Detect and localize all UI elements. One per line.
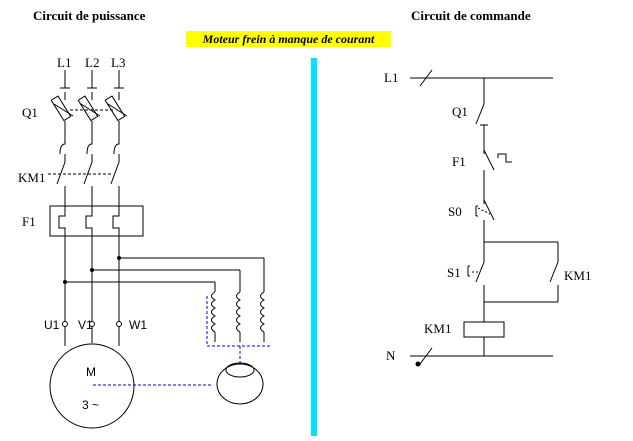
power-circuit (48, 70, 272, 429)
q1-disconnect-fuse (50, 92, 128, 162)
terminal-label-v1: V1 (78, 318, 93, 332)
brake-coils (211, 291, 266, 342)
km1-main-contacts (48, 161, 120, 210)
motor-phase-symbol: 3 ~ (82, 398, 99, 412)
phase-label-l2: L2 (85, 55, 99, 70)
cmd-km1-coil (463, 302, 505, 356)
q1-label: Q1 (22, 105, 38, 120)
supply-phase-l3 (114, 70, 124, 89)
motor-feed-conductors (62, 234, 122, 346)
cmd-s1-label: S1 (447, 265, 461, 280)
cmd-l1-label: L1 (384, 70, 398, 85)
cmd-s0-stop-button (475, 199, 495, 250)
supply-phase-l2 (87, 70, 97, 89)
cmd-s0-label: S0 (448, 204, 462, 219)
cmd-km1-holding-contact (484, 242, 559, 303)
cmd-q1-label: Q1 (452, 104, 468, 119)
command-circuit (410, 69, 559, 367)
brake-drum (216, 362, 264, 405)
cmd-s1-start-button (467, 241, 558, 302)
phase-label-l3: L3 (111, 55, 125, 70)
rail-n (410, 347, 553, 367)
supply-phase-l1 (60, 70, 70, 89)
cmd-km1-contact-label: KM1 (564, 268, 591, 283)
motor-m1 (49, 343, 135, 429)
cmd-n-label: N (386, 348, 396, 363)
terminal-label-u1: U1 (44, 318, 60, 332)
f1-power-label: F1 (22, 214, 36, 229)
cmd-f1-contact (483, 149, 512, 200)
km1-power-label: KM1 (18, 170, 45, 185)
f1-thermal-relay (49, 205, 144, 237)
brake-supply-wiring (63, 256, 265, 292)
cmd-km1-coil-label: KM1 (424, 321, 451, 336)
rail-l1 (410, 69, 553, 87)
power-circuit-title: Circuit de puissance (33, 8, 146, 23)
diagram-banner: Moteur frein à manque de courant (186, 31, 391, 47)
cmd-q1-contact (475, 78, 488, 150)
motor-letter: M (86, 365, 96, 379)
cmd-f1-label: F1 (452, 154, 466, 169)
phase-label-l1: L1 (57, 55, 71, 70)
command-circuit-title: Circuit de commande (411, 8, 531, 23)
terminal-label-w1: W1 (129, 318, 147, 332)
brake-mechanical-link (93, 296, 272, 386)
